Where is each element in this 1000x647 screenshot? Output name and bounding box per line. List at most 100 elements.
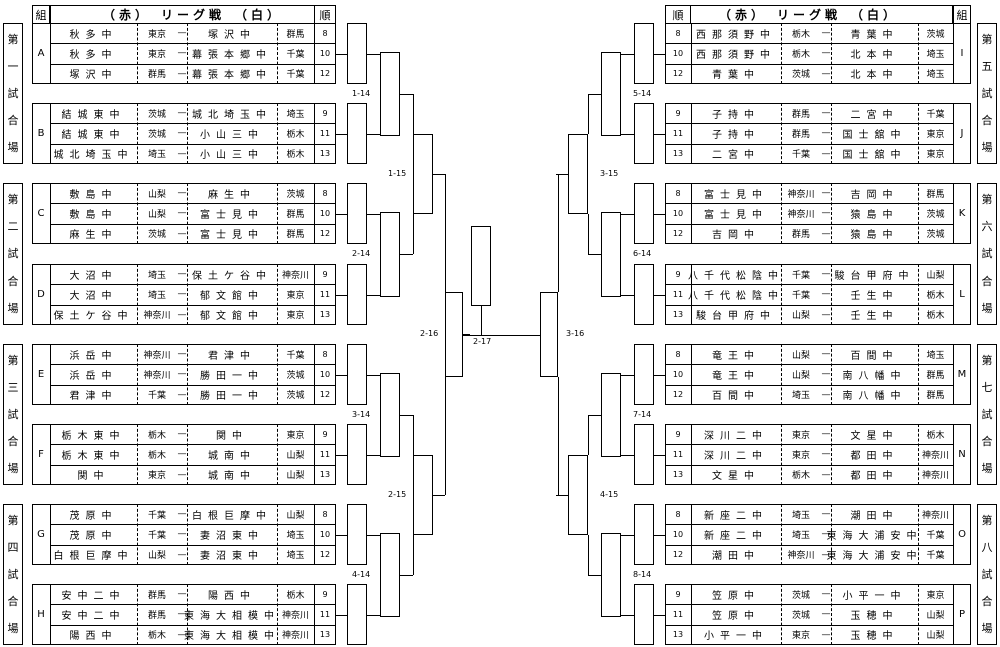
venue-char: 合 bbox=[7, 274, 19, 288]
match-order: 9 bbox=[675, 429, 681, 439]
dash: — bbox=[177, 68, 187, 79]
venue-char: 場 bbox=[7, 141, 19, 154]
team-red: 八千代松陰中 bbox=[688, 270, 784, 282]
pref-white: 千葉 bbox=[926, 530, 945, 541]
team-red: 結城東中 bbox=[61, 129, 126, 141]
team-red: 陽西中 bbox=[69, 631, 118, 643]
team-red: 潮田中 bbox=[712, 551, 760, 563]
bracket-line bbox=[336, 133, 347, 135]
pref-white: 東京 bbox=[926, 129, 945, 140]
venue-char: 試 bbox=[7, 87, 19, 100]
venue-char: 場 bbox=[981, 462, 993, 475]
match-label: 6-14 bbox=[633, 249, 652, 258]
bracket-line bbox=[556, 494, 568, 496]
col-line bbox=[277, 504, 278, 565]
team-white: 富士見中 bbox=[200, 209, 264, 221]
bracket-line bbox=[654, 213, 665, 215]
pref-red: 栃木 bbox=[147, 430, 166, 441]
venue-char: 試 bbox=[981, 408, 993, 421]
team-red: 敷島中 bbox=[69, 209, 118, 221]
dash: — bbox=[821, 28, 831, 39]
bracket-line bbox=[654, 534, 665, 536]
col-line bbox=[137, 103, 138, 164]
pref-red: 神奈川 bbox=[143, 311, 171, 322]
row-line bbox=[50, 304, 336, 306]
team-white: 二宮中 bbox=[850, 109, 899, 121]
pref-red: 神奈川 bbox=[143, 370, 171, 381]
col-line bbox=[314, 424, 315, 485]
col-line bbox=[831, 344, 832, 405]
match-order: 8 bbox=[675, 188, 681, 198]
team-white: 南八幡中 bbox=[842, 391, 907, 403]
team-red: 結城東中 bbox=[61, 109, 126, 121]
col-line bbox=[277, 424, 278, 485]
row-line bbox=[50, 63, 336, 65]
header-title: （赤） リーグ戦 （白） bbox=[665, 5, 953, 23]
col-line bbox=[953, 584, 954, 645]
bracket-line bbox=[400, 414, 413, 416]
match-order: 9 bbox=[322, 269, 328, 279]
bracket-line bbox=[588, 93, 589, 134]
col-line bbox=[50, 584, 51, 645]
col-line bbox=[277, 23, 278, 84]
pref-white: 群馬 bbox=[926, 370, 945, 381]
dash: — bbox=[821, 148, 831, 159]
col-line bbox=[781, 504, 782, 565]
match-order: 8 bbox=[322, 349, 328, 359]
team-white: 東海大相模中 bbox=[184, 610, 280, 622]
team-white: 東海大相模中 bbox=[184, 631, 280, 643]
team-white: 北本中 bbox=[850, 70, 899, 82]
dash: — bbox=[177, 529, 187, 540]
group-id: N bbox=[958, 449, 966, 460]
col-line bbox=[314, 504, 315, 565]
match-order: 13 bbox=[672, 630, 684, 640]
group-box bbox=[32, 504, 336, 565]
venue-char: 合 bbox=[981, 435, 993, 448]
col-line bbox=[953, 103, 954, 164]
bracket-r2-slot bbox=[380, 532, 400, 617]
bracket-group-slot bbox=[634, 23, 654, 84]
pref-white: 山梨 bbox=[286, 510, 305, 521]
pref-white: 東京 bbox=[286, 311, 305, 322]
col-line bbox=[50, 23, 51, 84]
pref-white: 山梨 bbox=[286, 471, 305, 482]
bracket-line bbox=[400, 254, 413, 255]
pref-red: 山梨 bbox=[791, 370, 810, 381]
group-box bbox=[32, 584, 336, 645]
bracket-r2-slot bbox=[380, 211, 400, 297]
row-line bbox=[665, 624, 953, 626]
col-line bbox=[691, 264, 692, 325]
pref-white: 栃木 bbox=[286, 590, 305, 601]
pref-white: 栃木 bbox=[926, 290, 945, 301]
bracket-line bbox=[413, 534, 414, 575]
bracket-line bbox=[367, 454, 380, 456]
group-box bbox=[665, 264, 971, 325]
pref-red: 群馬 bbox=[147, 70, 166, 81]
bracket-line bbox=[481, 306, 482, 335]
bracket-r4-slot bbox=[540, 291, 558, 377]
venue-char: 第 bbox=[7, 193, 19, 207]
pref-white: 群馬 bbox=[286, 230, 305, 241]
match-label: 2-14 bbox=[352, 249, 371, 258]
col-line bbox=[781, 584, 782, 645]
col-line bbox=[831, 424, 832, 485]
team-white: 北本中 bbox=[850, 49, 899, 61]
dash: — bbox=[821, 68, 831, 79]
match-order: 10 bbox=[319, 208, 331, 218]
bracket-line bbox=[445, 376, 446, 495]
match-order: 12 bbox=[672, 229, 684, 239]
col-line bbox=[831, 264, 832, 325]
venue-label: 第三試合場 bbox=[3, 344, 23, 485]
pref-red: 栃木 bbox=[791, 471, 810, 482]
bracket-line bbox=[336, 294, 347, 296]
row-line bbox=[665, 304, 953, 306]
group-box bbox=[32, 183, 336, 244]
team-red: 笠原中 bbox=[712, 590, 760, 602]
bracket-r2-slot bbox=[601, 532, 621, 617]
group-id: I bbox=[960, 48, 964, 59]
bracket-line bbox=[556, 173, 568, 175]
pref-red: 神奈川 bbox=[143, 350, 171, 361]
col-line bbox=[314, 103, 315, 164]
col-line bbox=[187, 103, 188, 164]
pref-white: 栃木 bbox=[286, 150, 305, 161]
